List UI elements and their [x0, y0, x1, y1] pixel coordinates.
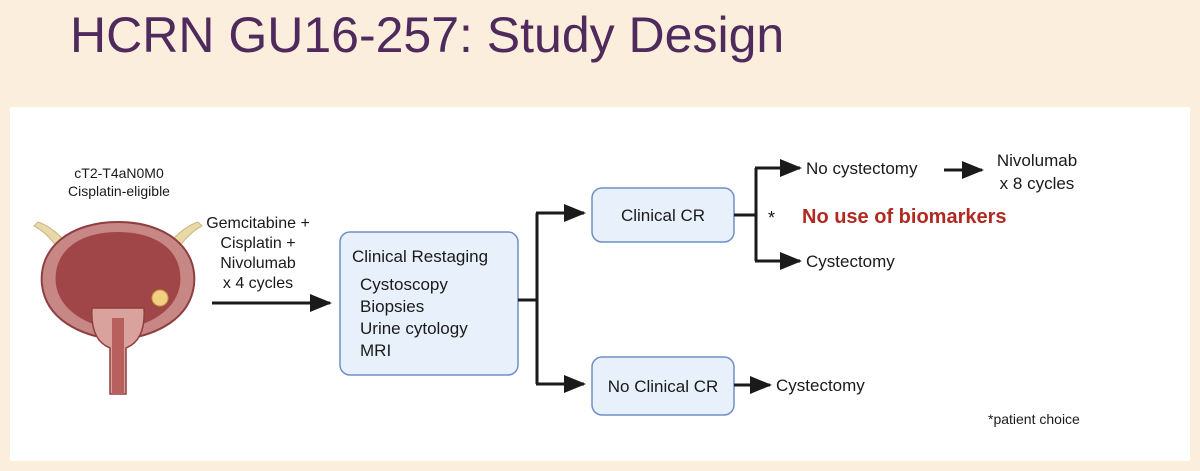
- footnote: *patient choice: [988, 411, 1080, 427]
- slide-title: HCRN GU16-257: Study Design: [70, 7, 785, 63]
- eligibility-cisplatin: Cisplatin-eligible: [68, 183, 170, 199]
- no-cystectomy-label: No cystectomy: [806, 159, 918, 178]
- clinical-cr-label: Clinical CR: [621, 206, 705, 225]
- treatment-line3: Nivolumab: [220, 255, 296, 272]
- cystectomy-upper-label: Cystectomy: [806, 252, 895, 271]
- nivolumab-followup-line1: Nivolumab: [997, 151, 1077, 170]
- patient-choice-asterisk: *: [768, 208, 775, 228]
- restaging-title: Clinical Restaging: [352, 247, 488, 266]
- restaging-item-biopsies: Biopsies: [360, 297, 424, 316]
- nivolumab-followup-line2: x 8 cycles: [1000, 174, 1075, 193]
- eligibility-stage: cT2-T4aN0M0: [74, 165, 164, 181]
- bladder-illustration-icon: [33, 220, 203, 395]
- treatment-line1: Gemcitabine +: [206, 215, 310, 232]
- restaging-item-cystoscopy: Cystoscopy: [360, 275, 448, 294]
- treatment-line4: x 4 cycles: [223, 275, 293, 292]
- treatment-line2: Cisplatin +: [220, 235, 295, 252]
- no-clinical-cr-label: No Clinical CR: [608, 377, 719, 396]
- restaging-item-mri: MRI: [360, 341, 391, 360]
- cystectomy-lower-label: Cystectomy: [776, 376, 865, 395]
- restaging-item-urine-cytology: Urine cytology: [360, 319, 468, 338]
- clinical-restaging-box: [339, 231, 519, 376]
- biomarkers-note: No use of biomarkers: [802, 206, 1007, 228]
